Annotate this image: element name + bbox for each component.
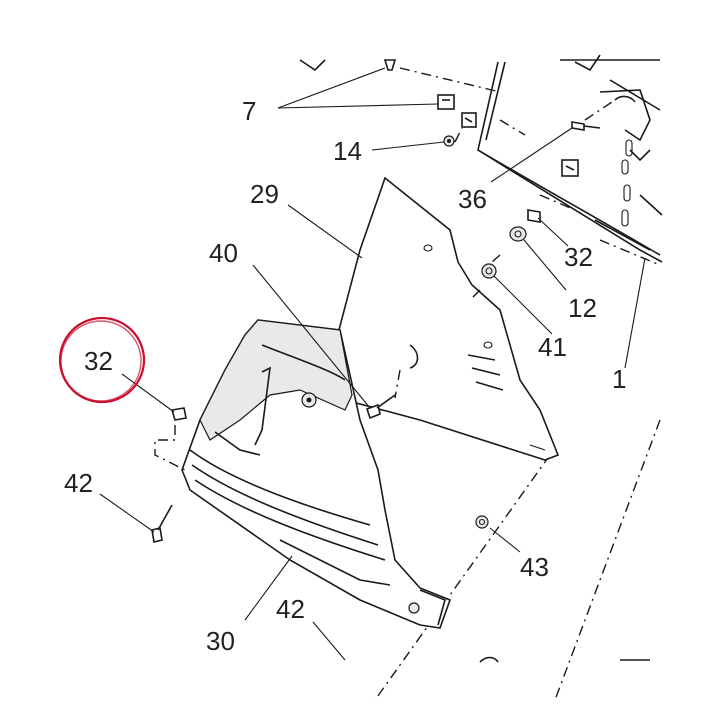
frame-structure <box>299 54 663 266</box>
callout-1: 1 <box>612 364 626 394</box>
callout-40: 40 <box>209 238 238 268</box>
callout-30: 30 <box>206 626 235 656</box>
callout-42-bottom: 42 <box>276 594 305 624</box>
callout-41: 41 <box>538 332 567 362</box>
leader-lines <box>99 67 646 661</box>
reference-line-right <box>554 419 661 701</box>
callout-36: 36 <box>458 184 487 214</box>
partial-mark <box>479 656 499 663</box>
cover-30 <box>181 319 452 629</box>
callout-42-left: 42 <box>64 468 93 498</box>
callout-12: 12 <box>568 293 597 323</box>
highlight-circle <box>58 316 146 404</box>
callout-14: 14 <box>333 136 362 166</box>
callout-43: 43 <box>520 552 549 582</box>
panel-29 <box>334 176 560 461</box>
reference-line-center <box>374 454 551 701</box>
callout-32-left: 32 <box>84 346 113 376</box>
callout-29: 29 <box>250 179 279 209</box>
fasteners <box>151 59 601 543</box>
callout-labels: 7 14 29 40 36 32 12 41 1 32 42 30 42 43 <box>64 96 626 656</box>
callout-32-right: 32 <box>564 242 593 272</box>
callout-7: 7 <box>242 96 256 126</box>
